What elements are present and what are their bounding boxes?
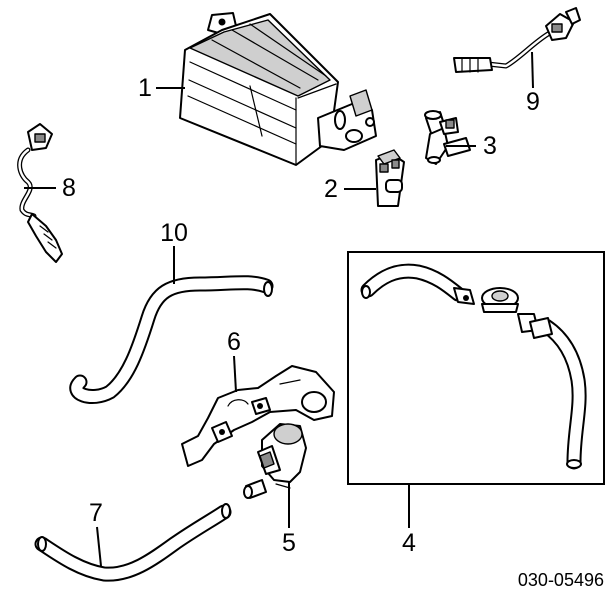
callout-4: 4 <box>402 529 416 557</box>
leader-7 <box>96 526 102 567</box>
callout-1: 1 <box>138 74 152 102</box>
hose-part-7 <box>34 503 232 582</box>
leader-6 <box>233 355 237 393</box>
oxygen-sensor-left-part <box>17 123 63 263</box>
hose-assembly-part <box>360 263 587 470</box>
inset-box <box>347 251 605 485</box>
callout-8: 8 <box>62 174 76 202</box>
leader-lines <box>24 51 534 567</box>
callout-labels: 1 2 3 4 5 6 7 8 9 10 <box>62 74 540 557</box>
callout-5: 5 <box>282 529 296 557</box>
diagram-reference-number: 030-05496 <box>518 570 604 590</box>
oxygen-sensor-right-part <box>453 7 581 73</box>
callout-3: 3 <box>483 132 497 160</box>
callout-10: 10 <box>160 219 188 247</box>
hose-part-10 <box>69 275 274 404</box>
tee-fitting-part <box>424 110 471 165</box>
canister-part <box>179 12 377 166</box>
leader-9 <box>531 51 534 89</box>
callout-9: 9 <box>526 88 540 116</box>
callout-2: 2 <box>324 175 338 203</box>
bracket-part <box>181 365 335 467</box>
vent-valve-part <box>375 149 405 207</box>
callout-7: 7 <box>89 499 103 527</box>
callout-6: 6 <box>227 328 241 356</box>
purge-valve-part <box>243 423 307 499</box>
